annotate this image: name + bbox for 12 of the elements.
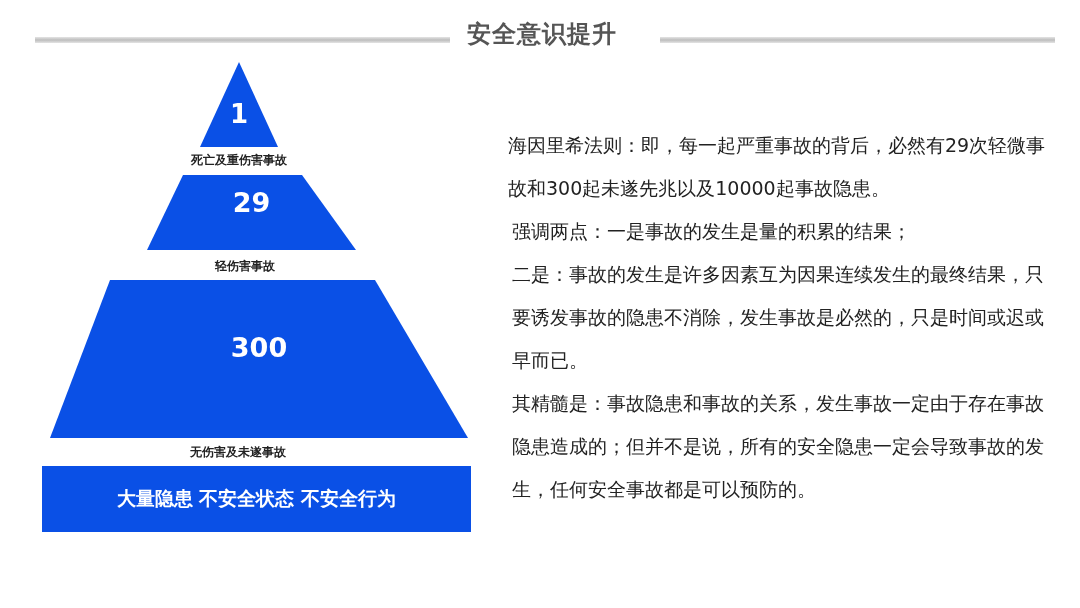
tier-caption: 死亡及重伤害事故: [191, 152, 287, 169]
tier-number: 1: [229, 99, 249, 129]
tier-number: 300: [230, 332, 288, 363]
page-title: 安全意识提升: [466, 19, 618, 50]
tier-caption: 无伤害及未遂事故: [190, 444, 286, 461]
tier-caption: 轻伤害事故: [215, 258, 275, 275]
base-label: 大量隐患 不安全状态 不安全行为: [116, 486, 397, 511]
tier-number: 29: [232, 187, 271, 218]
paragraph: 二是：事故的发生是许多因素互为因果连续发生的最终结果，只要诱发事故的隐患不消除，发生事故是必然的，只是时间或迟或早而已。: [511, 262, 1045, 373]
paragraph: 强调两点：一是事故的发生是量的积累的结果；: [511, 219, 912, 244]
paragraph: 海因里希法则：即，每一起严重事故的背后，必然有29次轻微事故和300起未遂先兆以及10000起事故隐患。: [508, 133, 1047, 201]
paragraph: 其精髓是：事故隐患和事故的关系，发生事故一定由于存在事故隐患造成的；但并不是说，所有的安全隐患一定会导致事故的发生，任何安全事故都是可以预防的。: [511, 391, 1045, 502]
